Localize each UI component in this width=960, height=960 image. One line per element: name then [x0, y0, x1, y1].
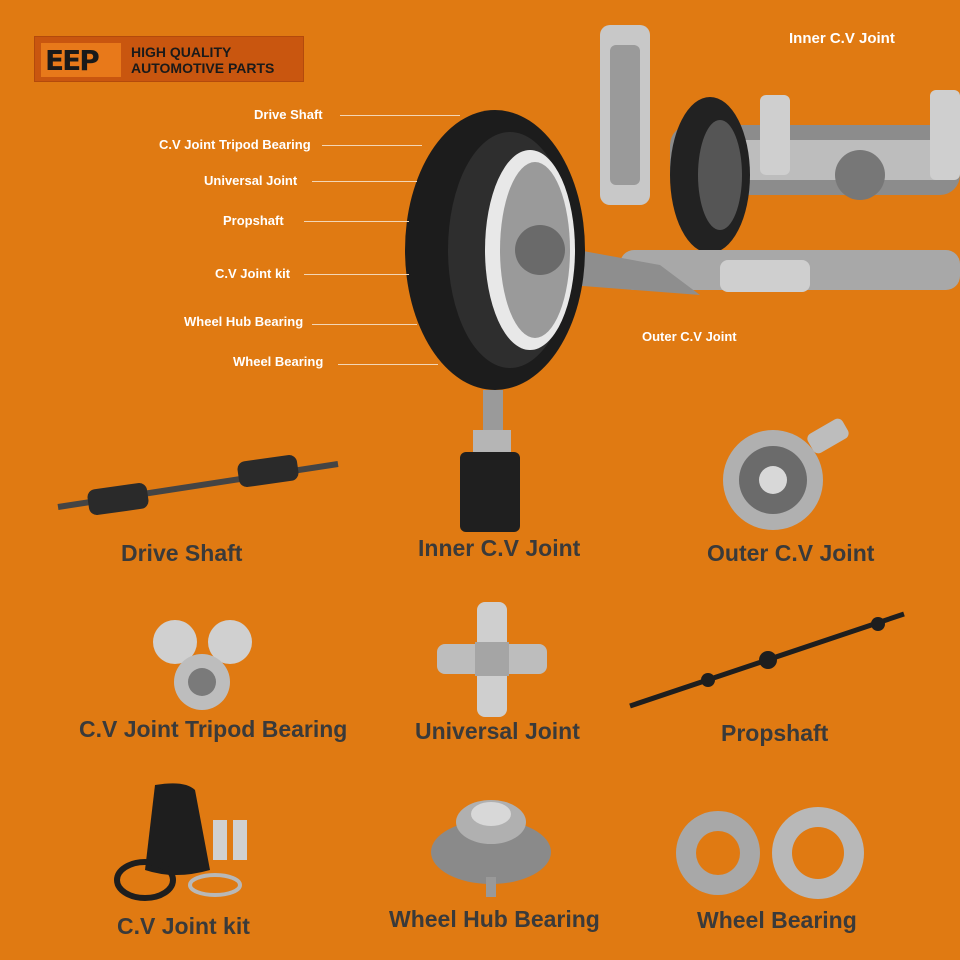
logo-mark: EEP — [41, 43, 121, 77]
callout-line — [312, 324, 417, 325]
callout-universal-joint: Universal Joint — [204, 173, 298, 188]
brand-logo: EEP HIGH QUALITY AUTOMOTIVE PARTS — [34, 36, 304, 82]
callout-wheel-bearing: Wheel Bearing — [233, 354, 324, 369]
product-label-outer-cv-joint: Outer C.V Joint — [707, 540, 875, 566]
callout-line — [340, 115, 460, 116]
callout-line — [322, 145, 422, 146]
callout-drive-shaft: Drive Shaft — [254, 107, 323, 122]
product-label-inner-cv-joint: Inner C.V Joint — [418, 535, 581, 561]
product-label-drive-shaft: Drive Shaft — [121, 540, 243, 566]
product-label-cv-joint-kit: C.V Joint kit — [117, 913, 250, 939]
tagline-line1: HIGH QUALITY — [131, 44, 232, 60]
inner-cv-joint-image — [460, 390, 520, 532]
callout-inner-cv-joint: Inner C.V Joint — [789, 30, 895, 47]
cv-tripod-bearing-image — [153, 620, 252, 710]
product-label-wheel-bearing: Wheel Bearing — [697, 907, 857, 933]
wheel-bearing-image — [676, 807, 864, 899]
callout-cv-joint-kit: C.V Joint kit — [215, 266, 291, 281]
suspension-assembly-illustration — [405, 25, 960, 390]
logo-text: EEP — [45, 44, 100, 77]
product-label-wheel-hub-bearing: Wheel Hub Bearing — [389, 906, 600, 932]
callout-line — [304, 274, 409, 275]
callout-cv-tripod: C.V Joint Tripod Bearing — [159, 137, 311, 152]
universal-joint-image — [437, 602, 547, 717]
callout-outer-cv-joint: Outer C.V Joint — [642, 329, 737, 344]
callout-line — [312, 181, 417, 182]
propshaft-image — [629, 611, 905, 709]
product-label-cv-tripod-bearing: C.V Joint Tripod Bearing — [79, 716, 348, 742]
product-label-universal-joint: Universal Joint — [415, 718, 580, 744]
drive-shaft-image — [57, 454, 339, 516]
callout-wheel-hub-bearing: Wheel Hub Bearing — [184, 314, 304, 329]
callout-line — [338, 364, 438, 365]
callout-line — [304, 221, 409, 222]
cv-joint-kit-image — [114, 783, 247, 901]
brand-tagline: HIGH QUALITY AUTOMOTIVE PARTS — [131, 44, 274, 76]
wheel-hub-bearing-image — [431, 800, 551, 897]
callout-propshaft: Propshaft — [223, 213, 284, 228]
product-label-propshaft: Propshaft — [721, 720, 829, 746]
tagline-line2: AUTOMOTIVE PARTS — [131, 60, 275, 76]
outer-cv-joint-image — [723, 418, 849, 530]
